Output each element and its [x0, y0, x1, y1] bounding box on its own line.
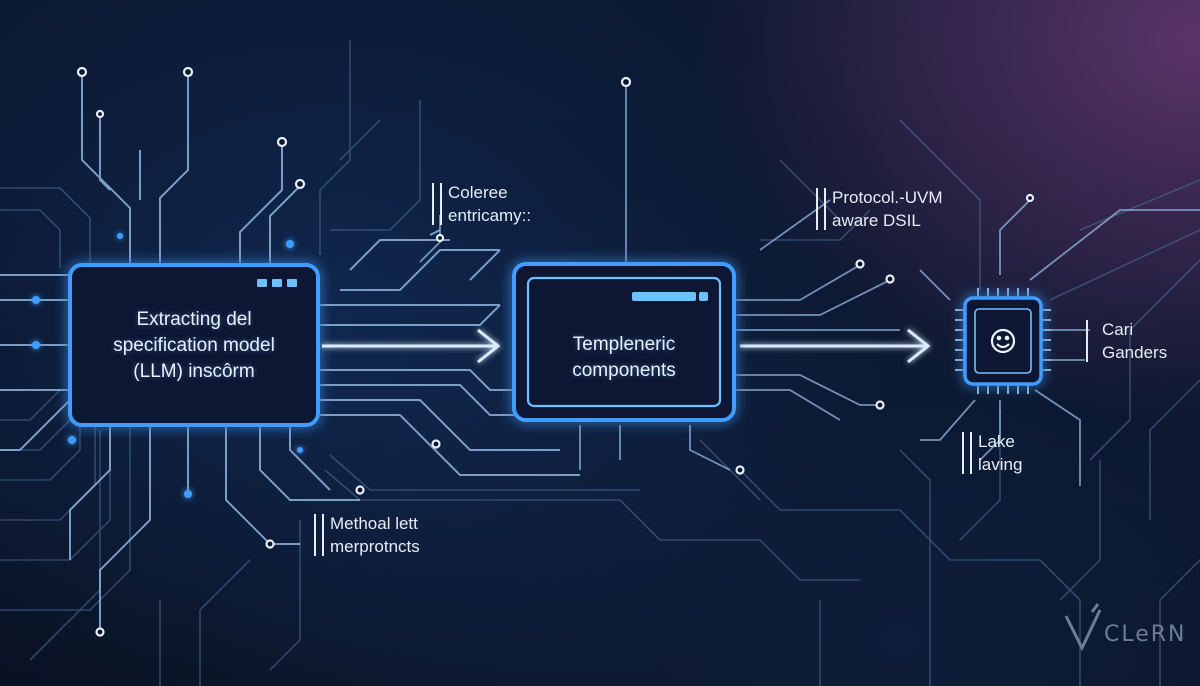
methoal-label: Methoal lett merprotncts — [314, 512, 420, 558]
arrow-1 — [322, 328, 501, 364]
methoal-line-2: merprotncts — [330, 537, 420, 556]
chip-body — [963, 296, 1043, 386]
coleree-line-1: Coleree — [448, 183, 508, 202]
extract-line-2: specification model — [113, 335, 275, 356]
input-traces — [0, 76, 580, 632]
background-traces — [0, 40, 1200, 686]
template-box — [512, 262, 736, 422]
terminal-pads — [76, 66, 1035, 637]
output-traces — [419, 85, 1200, 486]
arrow-2 — [740, 328, 931, 364]
chip-pins — [955, 288, 1051, 394]
lake-line-1: Lake — [978, 432, 1015, 451]
extract-node-text: Extracting del specification model (LLM)… — [78, 307, 310, 385]
coleree-label: Coleree entricamy:: — [432, 181, 531, 227]
logo-mark-icon — [1064, 603, 1102, 652]
header-bar-icon — [632, 292, 708, 301]
window-dots-icon — [257, 279, 297, 287]
extract-line-3: (LLM) inscôrm — [133, 361, 255, 382]
logo-text: CLeRN — [1104, 622, 1187, 647]
protocol-label: Protocol.-UVM aware DSIL — [816, 186, 943, 232]
template-line-1: Templeneric — [572, 334, 676, 355]
extract-line-1: Extracting del — [136, 309, 252, 330]
glow-dots — [32, 233, 303, 498]
template-line-2: components — [572, 360, 676, 381]
template-node-text: Templeneric components — [524, 332, 724, 384]
cari-line-1: Cari — [1102, 320, 1134, 339]
coleree-line-2: entricamy:: — [448, 206, 532, 225]
protocol-line-1: Protocol.-UVM — [832, 188, 943, 207]
lake-line-2: laving — [978, 455, 1023, 474]
methoal-line-1: Methoal lett — [330, 514, 418, 533]
cari-line-2: Ganders — [1102, 343, 1168, 362]
cari-label: Cari Ganders — [1086, 318, 1167, 364]
extract-box — [68, 263, 320, 427]
smiley-chip-icon — [990, 328, 1016, 354]
lake-label: Lake laving — [962, 430, 1022, 476]
protocol-line-2: aware DSIL — [832, 211, 921, 230]
